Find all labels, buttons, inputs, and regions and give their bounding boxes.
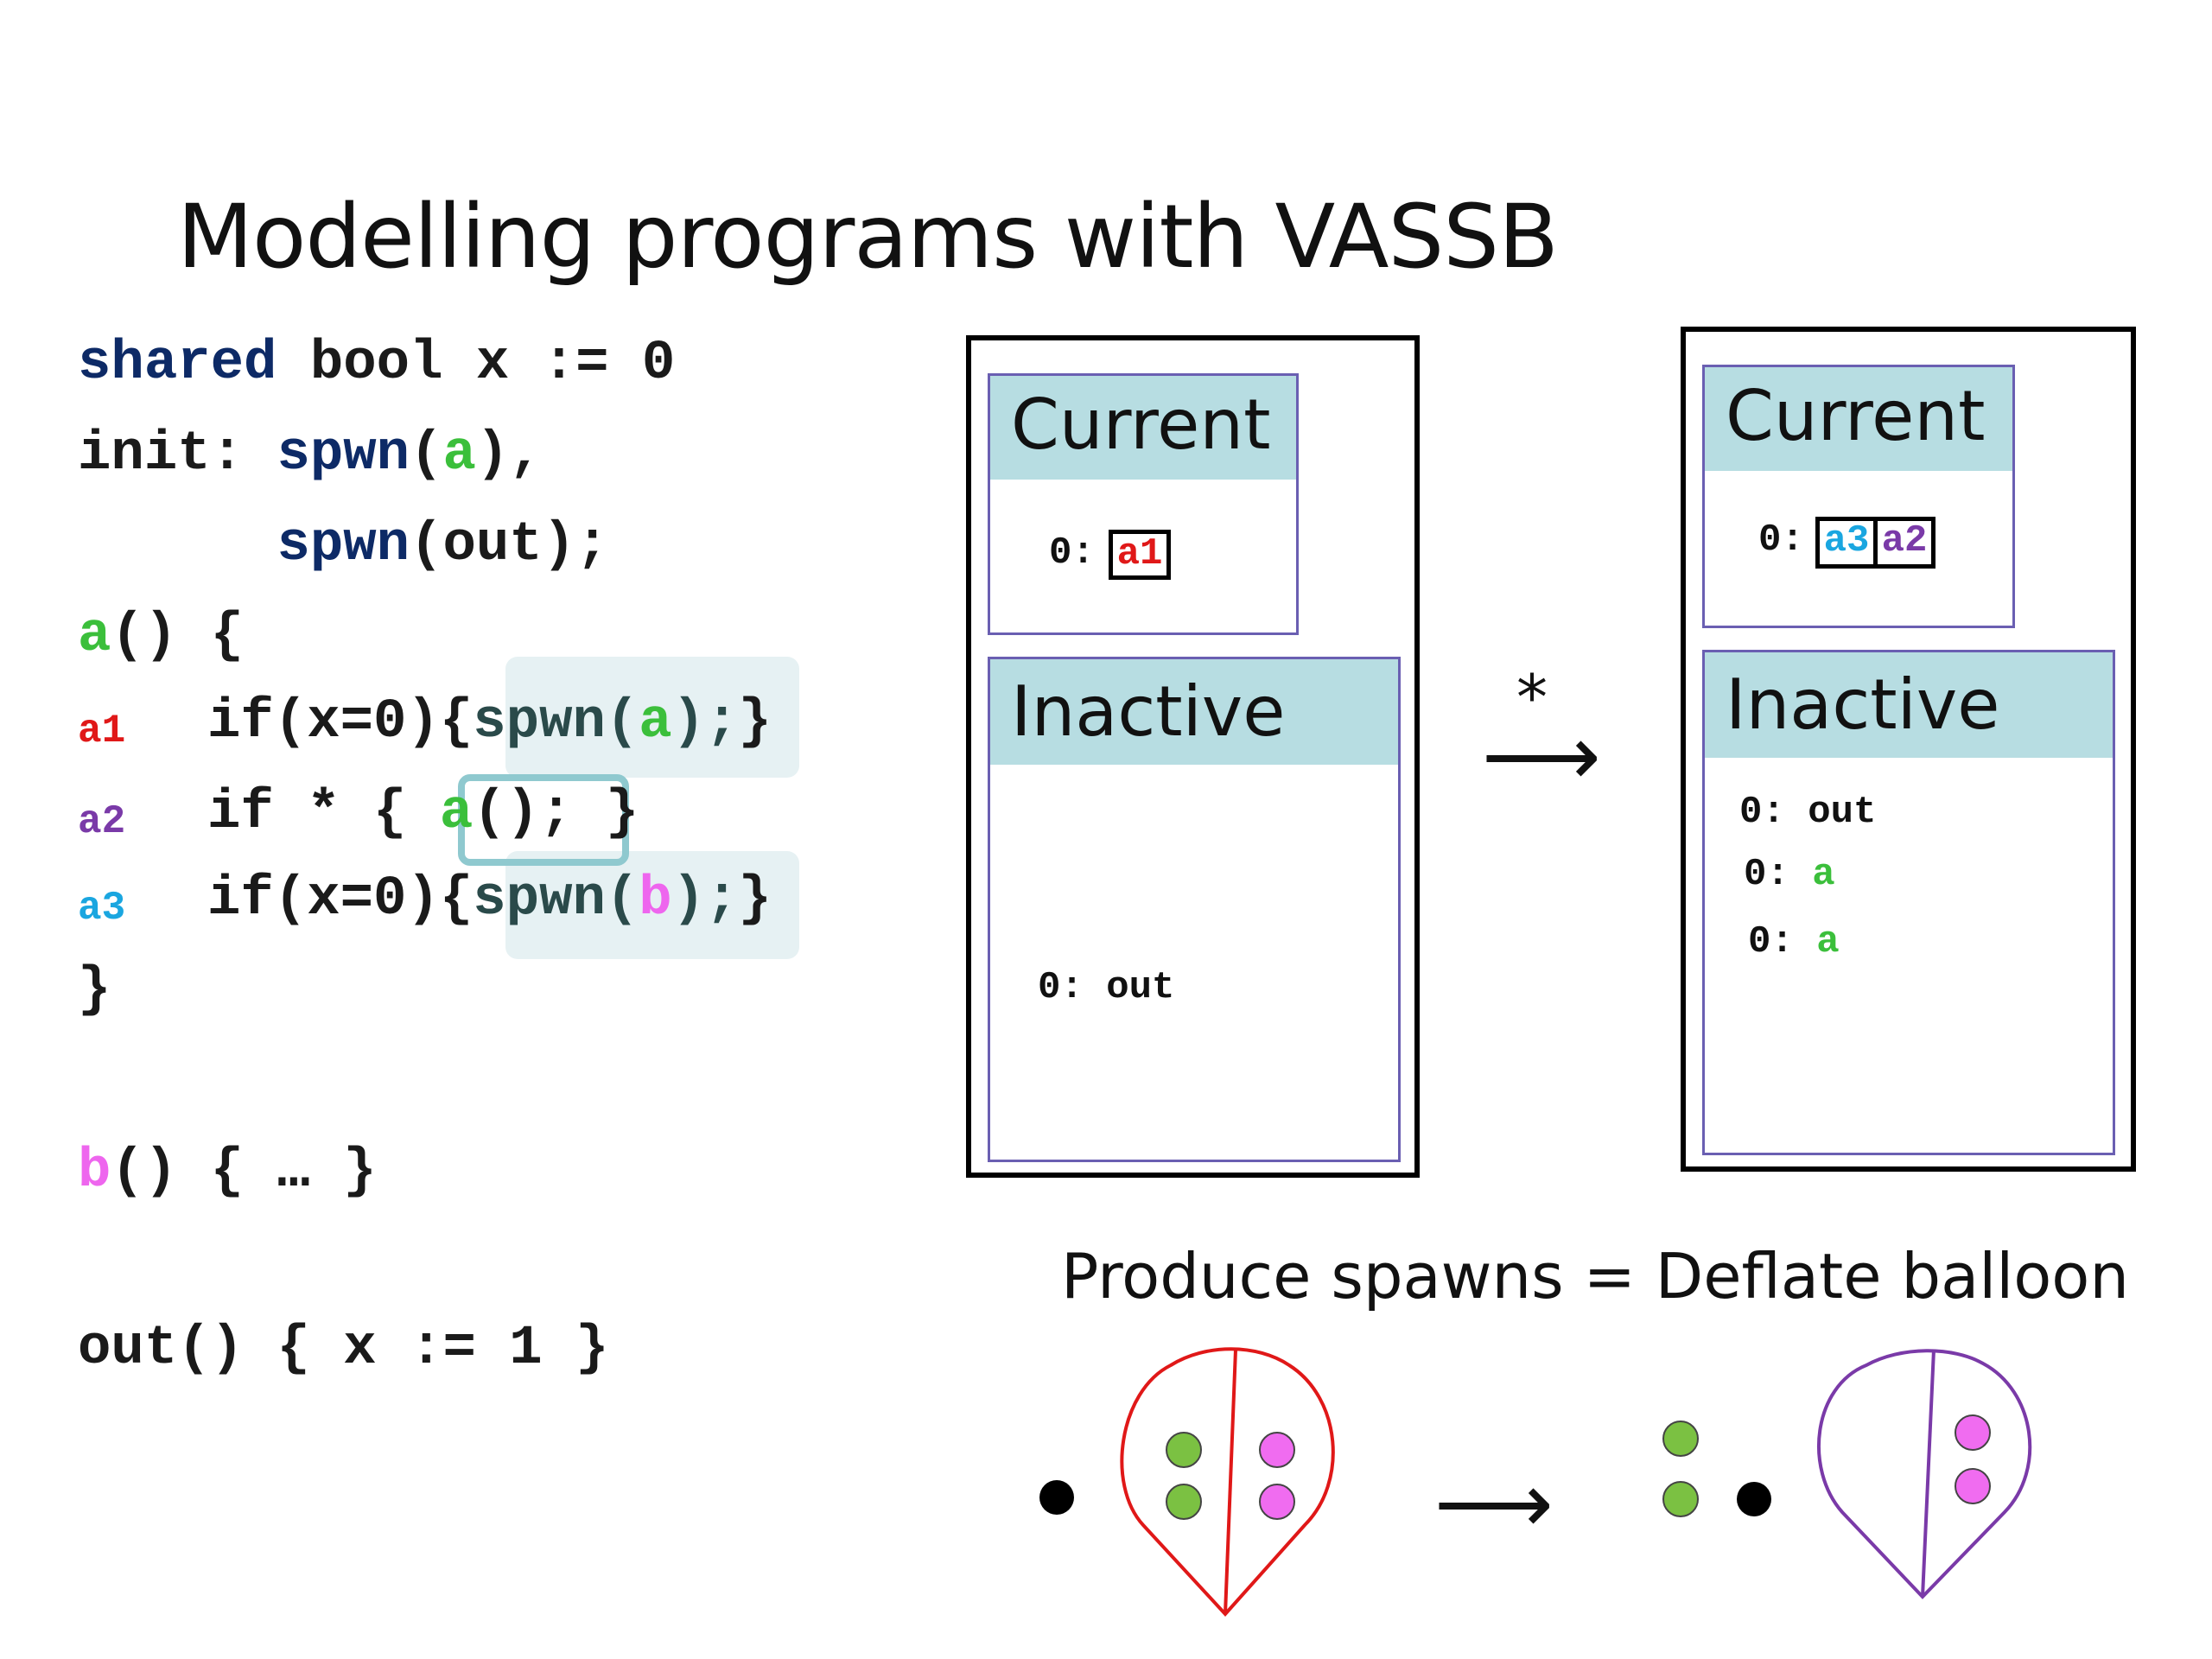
right-current-stack-a2: a2 [1873, 517, 1936, 569]
black-dot-left [1039, 1480, 1074, 1515]
black-dot-right [1737, 1482, 1771, 1516]
right-current-header [1705, 367, 2012, 471]
code-line-close-brace: } [78, 959, 111, 1021]
label-a2: a2 [78, 799, 126, 844]
left-current-stack-a1: a1 [1109, 530, 1171, 580]
left-inactive-entry-out: 0: out [1038, 966, 1175, 1009]
right-inactive-entry-a-1: 0: a [1744, 853, 1835, 896]
label-a1: a1 [78, 709, 126, 753]
left-inactive-title: Inactive [1011, 671, 1286, 752]
red-balloon-divider [1224, 1349, 1237, 1615]
right-current-prefix: 0: [1758, 518, 1804, 562]
green-dot-free-2 [1662, 1481, 1699, 1517]
left-current-panel: Current 0: a1 [988, 373, 1299, 635]
slide-title: Modelling programs with VASSB [177, 186, 1559, 289]
code-line-shared: shared bool x := 0 [78, 333, 676, 395]
code-line-spawn-out: spwn(out); [276, 514, 609, 576]
left-current-header [990, 376, 1296, 480]
green-dot-red-2 [1166, 1484, 1202, 1520]
right-inactive-entry-a-2: 0: a [1748, 920, 1840, 963]
right-current-title: Current [1726, 376, 1986, 456]
code-line-init: init: spwn(a), [78, 423, 543, 486]
purple-balloon [1817, 1349, 2032, 1599]
right-current-panel: Current 0: a3 a2 [1702, 365, 2015, 628]
right-config-frame [1681, 327, 2136, 1172]
transition-star: * [1516, 661, 1548, 734]
left-current-prefix: 0: [1049, 531, 1095, 575]
left-inactive-header [990, 659, 1398, 765]
code-highlight-spawn-a [505, 657, 799, 778]
left-inactive-panel: Inactive 0: out [988, 657, 1401, 1162]
pink-dot-red-2 [1259, 1484, 1295, 1520]
code-line-a2: if * { a(); } [207, 782, 639, 844]
code-line-a3: if(x=0){spwn(b);} [207, 868, 772, 931]
right-inactive-entry-out: 0: out [1739, 791, 1877, 834]
right-inactive-title: Inactive [1726, 664, 2000, 745]
left-config-frame [966, 335, 1420, 1178]
caption-produce-spawns: Produce spawns = Deflate balloon [1061, 1240, 2129, 1313]
code-line-a1: if(x=0){spwn(a);} [207, 691, 772, 753]
red-balloon [1120, 1347, 1335, 1617]
label-a3: a3 [78, 886, 126, 931]
transition-arrow: ⟶ [1482, 708, 1601, 804]
code-highlight-call-a [458, 774, 629, 866]
balloon-arrow: ⟶ [1434, 1455, 1554, 1552]
left-current-title: Current [1011, 385, 1271, 465]
pink-dot-purple-1 [1955, 1414, 1991, 1451]
code-highlight-spawn-b [505, 851, 799, 959]
green-dot-free-1 [1662, 1421, 1699, 1457]
pink-dot-red-1 [1259, 1432, 1295, 1468]
purple-balloon-divider [1921, 1349, 1936, 1598]
right-inactive-panel: Inactive 0: out 0: a 0: a [1702, 650, 2115, 1155]
code-line-a-def: a() { [78, 605, 245, 667]
code-line-b-def: b() { … } [78, 1141, 377, 1203]
code-line-out-def: out() { x := 1 } [78, 1318, 609, 1380]
pink-dot-purple-2 [1955, 1468, 1991, 1504]
green-dot-red-1 [1166, 1432, 1202, 1468]
right-inactive-header [1705, 652, 2113, 758]
